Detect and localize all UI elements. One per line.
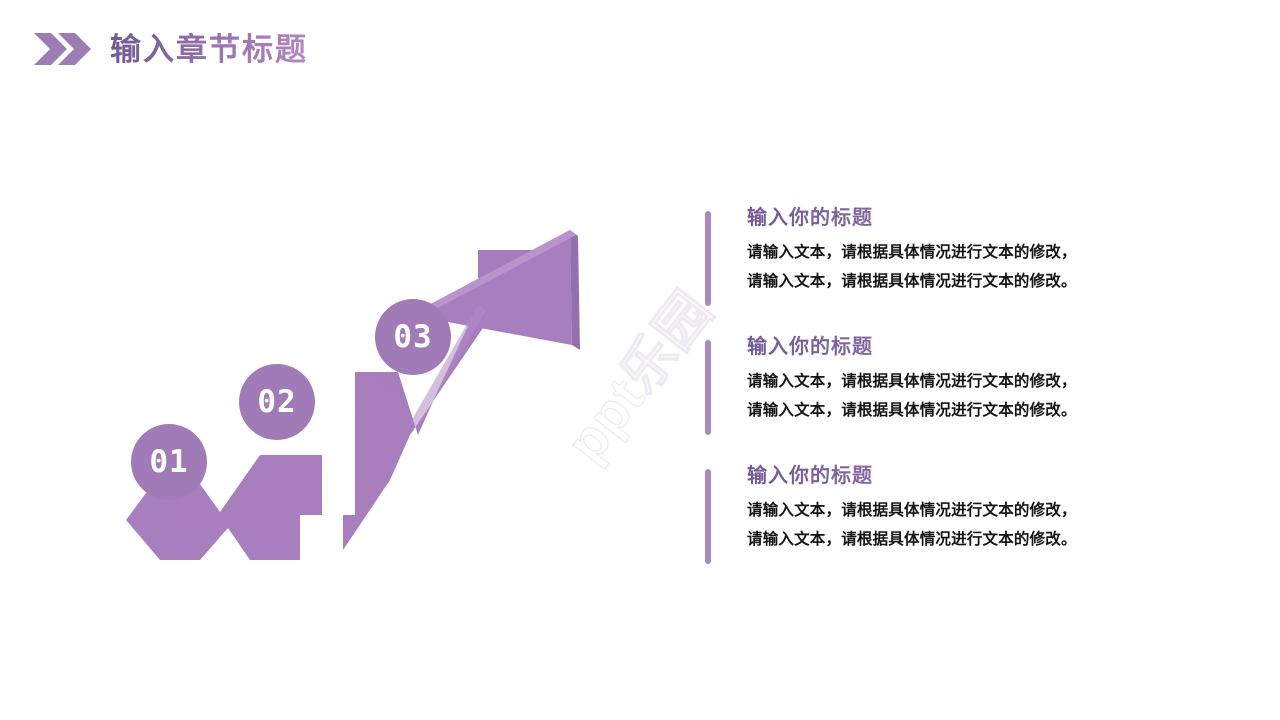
content-block-1-title: 输入你的标题 xyxy=(747,205,1175,231)
accent-bar xyxy=(705,211,711,306)
content-block-2-title: 输入你的标题 xyxy=(747,334,1175,360)
content-block-3-line-2: 请输入文本，请根据具体情况进行文本的修改。 xyxy=(747,531,1077,548)
page-title: 输入章节标题 xyxy=(110,32,308,67)
accent-bar xyxy=(705,469,711,564)
accent-bar xyxy=(705,340,711,435)
content-block-3: 输入你的标题 请输入文本，请根据具体情况进行文本的修改， 请输入文本，请根据具体… xyxy=(705,463,1175,564)
content-block-1-line-2: 请输入文本，请根据具体情况进行文本的修改。 xyxy=(747,273,1077,290)
content-block-3-line-1: 请输入文本，请根据具体情况进行文本的修改， xyxy=(747,502,1077,519)
content-block-2: 输入你的标题 请输入文本，请根据具体情况进行文本的修改， 请输入文本，请根据具体… xyxy=(705,334,1175,435)
content-block-2-line-2: 请输入文本，请根据具体情况进行文本的修改。 xyxy=(747,402,1077,419)
slide-header: 输入章节标题 xyxy=(0,0,1280,100)
step-badge-02[interactable]: 02 xyxy=(239,364,315,440)
content-column: 输入你的标题 请输入文本，请根据具体情况进行文本的修改， 请输入文本，请根据具体… xyxy=(705,205,1175,564)
step-badge-03[interactable]: 03 xyxy=(375,299,451,375)
step-badge-02-label: 02 xyxy=(257,384,297,420)
content-block-1-line-1: 请输入文本，请根据具体情况进行文本的修改， xyxy=(747,244,1077,261)
content-block-3-title: 输入你的标题 xyxy=(747,463,1175,489)
content-block-2-line-1: 请输入文本，请根据具体情况进行文本的修改， xyxy=(747,373,1077,390)
upward-zigzag-arrow-icon xyxy=(126,230,580,560)
step-badge-01[interactable]: 01 xyxy=(131,424,207,500)
content-block-1: 输入你的标题 请输入文本，请根据具体情况进行文本的修改， 请输入文本，请根据具体… xyxy=(705,205,1175,306)
double-chevron-right-icon xyxy=(34,32,92,66)
step-badge-01-label: 01 xyxy=(149,444,189,480)
step-badge-03-label: 03 xyxy=(393,319,433,355)
growth-arrow-chart xyxy=(100,230,670,600)
